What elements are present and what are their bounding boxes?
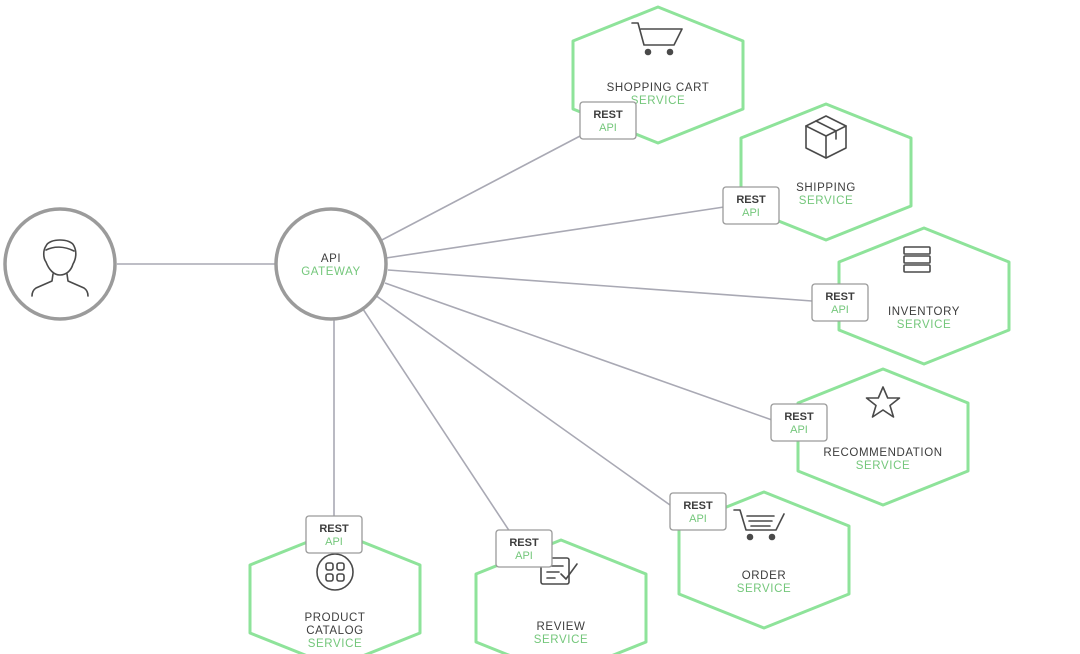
product-catalog-name-line1: PRODUCT [304,612,365,624]
rest-api-badge-product-catalog: REST API [305,515,363,554]
user-icon [31,239,89,297]
rest-api-badge-recommendation: REST API [770,403,828,442]
inventory-name: INVENTORY [888,306,960,318]
gateway-label-line1: API [321,253,341,265]
order-cart-icon [733,509,785,541]
rest-label: REST [509,537,539,549]
api-gateway-node[interactable]: API GATEWAY [274,207,388,321]
review-service-label: SERVICE [534,634,588,646]
connector-recommendation [384,282,773,421]
api-label: API [742,207,760,219]
gateway-label-line2: GATEWAY [301,266,361,278]
stack-icon [903,246,931,273]
rest-label: REST [736,194,766,206]
api-label: API [689,513,707,525]
shipping-name: SHIPPING [796,182,856,194]
rest-label: REST [319,523,349,535]
review-name: REVIEW [537,621,586,633]
connectors [117,134,813,536]
service-product-catalog[interactable]: PRODUCT CATALOG SERVICE [248,529,422,654]
rest-label: REST [784,411,814,423]
rest-api-badge-shipping: REST API [722,186,780,225]
api-label: API [790,424,808,436]
rest-label: REST [593,109,623,121]
shopping-cart-name: SHOPPING CART [607,82,710,94]
api-label: API [325,536,343,548]
cart-icon [631,22,683,56]
connector-shopping-cart [377,134,583,243]
api-label: API [599,122,617,134]
rest-api-badge-review: REST API [495,529,553,568]
connector-shipping [385,206,725,259]
rest-api-badge-inventory: REST API [811,283,869,322]
rest-label: REST [825,291,855,303]
order-service-label: SERVICE [737,583,791,595]
rest-api-badge-order: REST API [669,492,727,531]
inventory-service-label: SERVICE [897,319,951,331]
shopping-cart-service-label: SERVICE [631,95,685,107]
api-label: API [831,304,849,316]
recommendation-service-label: SERVICE [856,460,910,472]
service-shipping[interactable]: SHIPPING SERVICE [739,102,913,242]
service-inventory[interactable]: INVENTORY SERVICE [837,226,1011,366]
grid-icon [316,553,354,591]
connector-review [356,299,513,536]
client-node[interactable] [3,207,117,321]
connector-order [374,294,671,506]
order-name: ORDER [742,570,787,582]
rest-label: REST [683,500,713,512]
shipping-service-label: SERVICE [799,195,853,207]
review-icon [540,557,578,585]
box-icon [805,115,847,159]
recommendation-name: RECOMMENDATION [823,447,942,459]
connector-inventory [387,269,813,302]
rest-api-badge-shopping-cart: REST API [579,101,637,140]
star-icon [865,386,901,418]
api-label: API [515,550,533,562]
service-recommendation[interactable]: RECOMMENDATION SERVICE [796,367,970,507]
product-catalog-name-line2: CATALOG [306,625,363,637]
product-catalog-service-label: SERVICE [308,638,362,650]
